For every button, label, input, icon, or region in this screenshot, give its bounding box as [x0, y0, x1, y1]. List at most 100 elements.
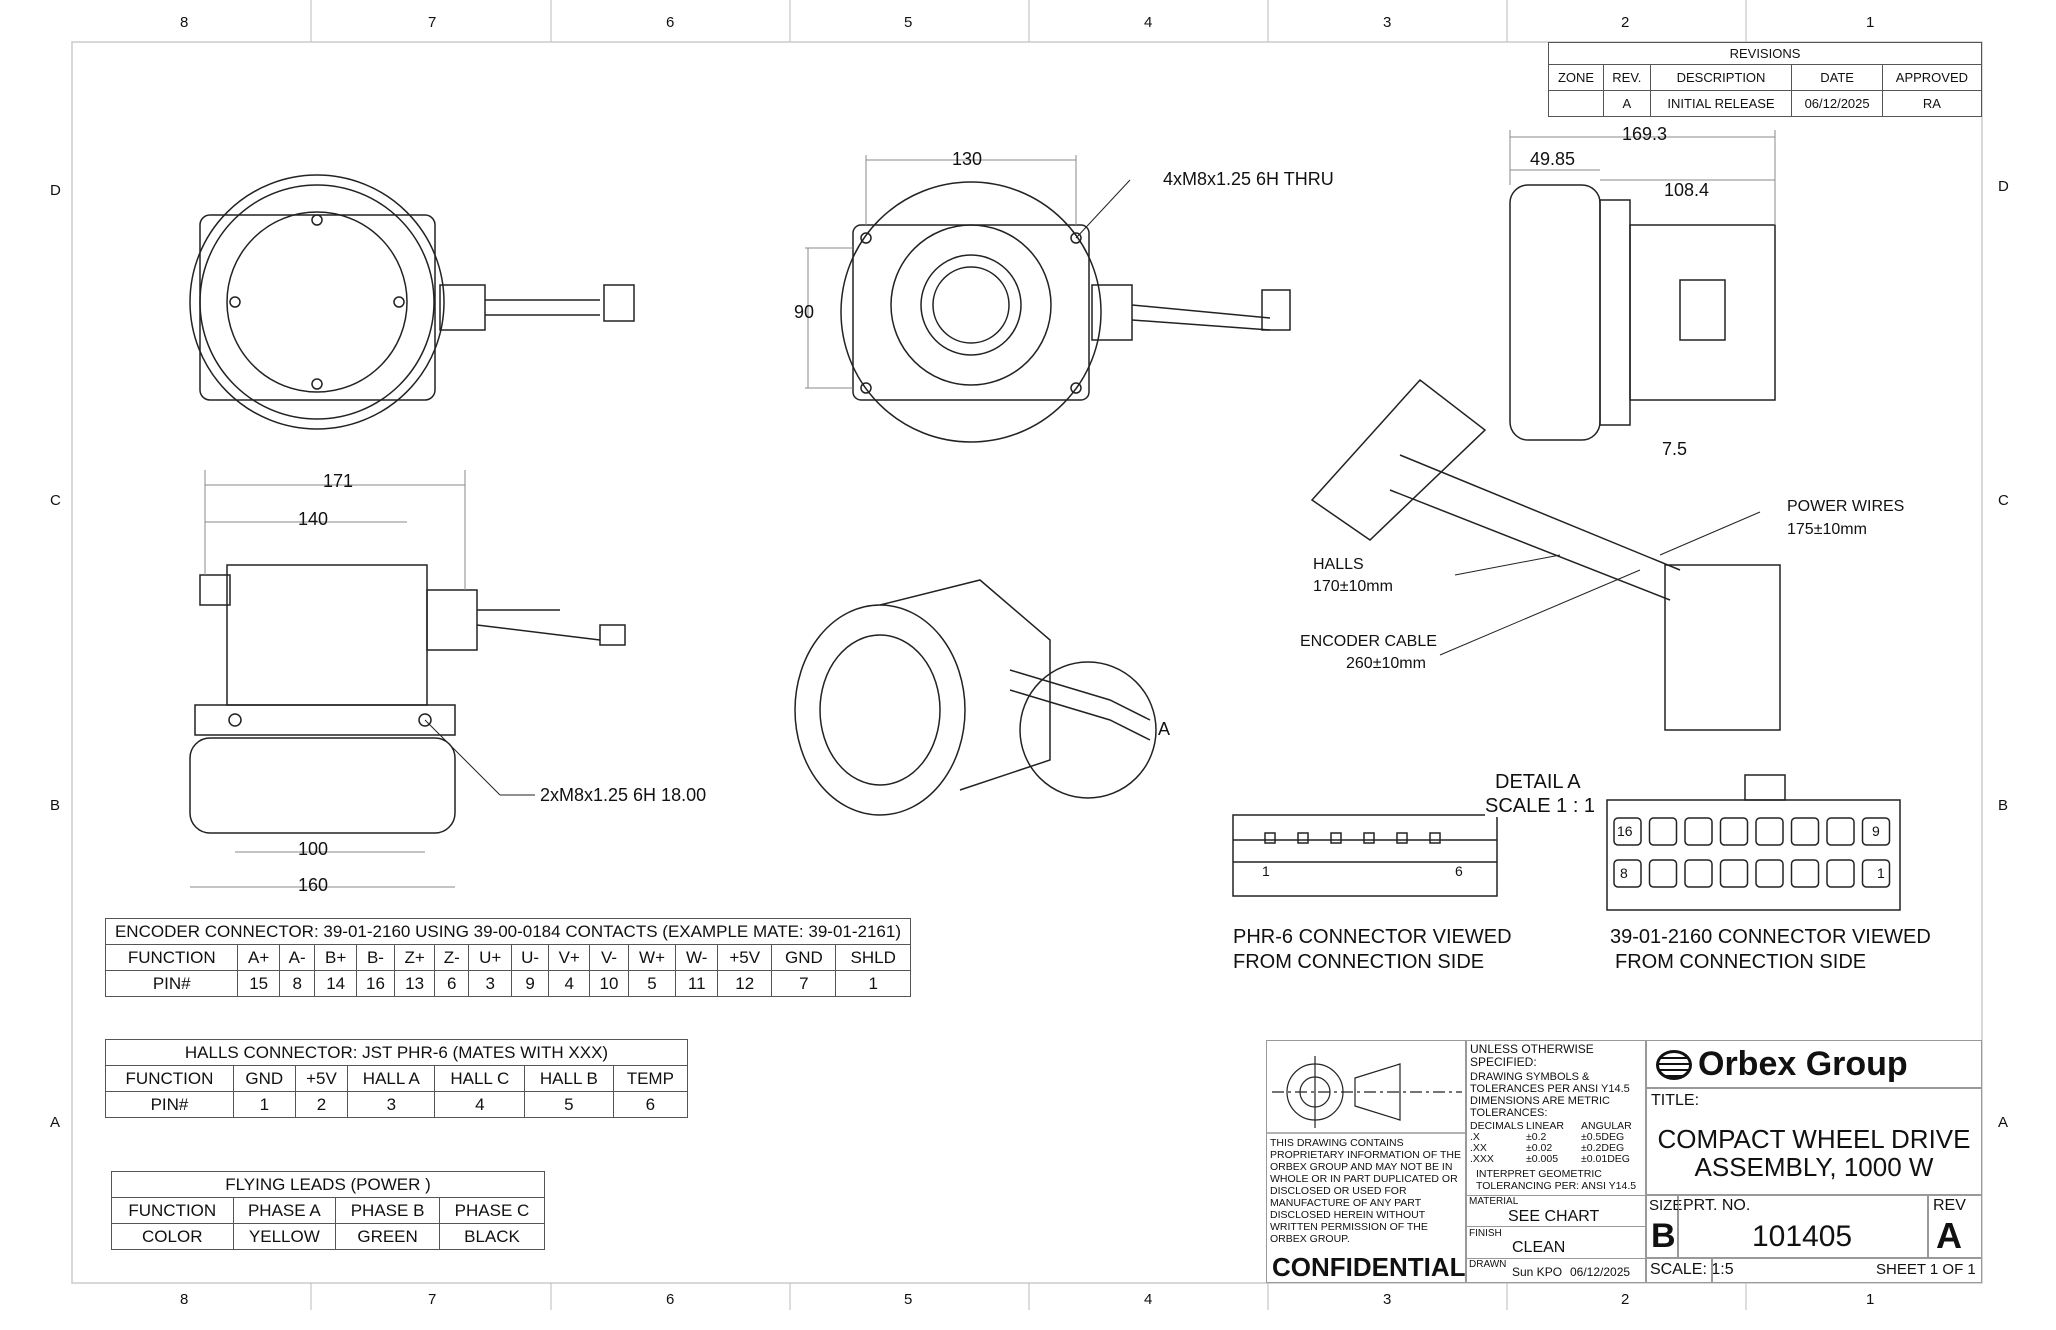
molex-pin-8: 8 — [1620, 865, 1628, 881]
tol-cell: .XX — [1470, 1142, 1487, 1154]
halls-connector-table: HALLS CONNECTOR: JST PHR-6 (MATES WITH X… — [105, 1039, 689, 1118]
table-title: FLYING LEADS (POWER ) — [111, 1171, 545, 1198]
pin-cavity — [1719, 859, 1749, 888]
pin-cavity — [1861, 859, 1891, 888]
rev-header: APPROVED — [1881, 64, 1983, 91]
zone-col: 7 — [428, 14, 437, 31]
power-wires-length: 175±10mm — [1787, 521, 1867, 538]
row-label: FUNCTION — [104, 944, 239, 971]
function-cell: SHLD — [835, 944, 911, 971]
pin-cell: 10 — [589, 970, 629, 997]
zone-col: 5 — [904, 14, 913, 31]
tol-cell: ±0.2 — [1526, 1131, 1547, 1143]
tol-cell: ±0.005 — [1526, 1153, 1559, 1165]
phr6-connector — [1232, 814, 1498, 897]
row-label: PIN# — [105, 1091, 234, 1118]
tol-cell: ±0.02 — [1526, 1142, 1553, 1154]
zone-row: C — [1998, 492, 2009, 509]
pin-cell: 6 — [434, 970, 470, 997]
phr-pin-6: 6 — [1455, 863, 1463, 879]
confidential-label: CONFIDENTIAL — [1272, 1252, 1466, 1282]
color-cell: YELLOW — [232, 1223, 337, 1250]
rev-header: DATE — [1791, 64, 1883, 91]
drawn-label: DRAWN — [1469, 1259, 1507, 1270]
row-label: PIN# — [104, 970, 239, 997]
tol-header: LINEAR — [1526, 1120, 1564, 1132]
zone-col: 4 — [1144, 1291, 1153, 1308]
rev-header: REV. — [1603, 64, 1651, 91]
molex-caption: 39-01-2160 CONNECTOR VIEWED — [1610, 926, 1931, 948]
zone-row: C — [50, 492, 61, 509]
part-number-label: PRT. NO. — [1683, 1197, 1751, 1214]
function-cell: HALL A — [347, 1065, 436, 1092]
zone-col: 6 — [666, 1291, 675, 1308]
zone-col: 7 — [428, 1291, 437, 1308]
pin-cell: 4 — [434, 1091, 526, 1118]
function-cell: B- — [355, 944, 396, 971]
pin-cell: 3 — [347, 1091, 436, 1118]
zone-row: A — [50, 1114, 61, 1131]
pin-cell: 13 — [394, 970, 436, 997]
pin-cell: 8 — [278, 970, 316, 997]
finish-label: FINISH — [1469, 1228, 1502, 1239]
dim-140: 140 — [298, 509, 329, 529]
phr-caption: PHR-6 CONNECTOR VIEWED — [1233, 926, 1512, 948]
pin-cavity — [1755, 859, 1784, 888]
front-view — [189, 174, 635, 430]
pin-cell: 12 — [717, 970, 773, 997]
encoder-connector-table: ENCODER CONNECTOR: 39-01-2160 USING 39-0… — [104, 918, 911, 997]
cable-view — [1310, 378, 1781, 731]
size-label: SIZE — [1649, 1197, 1683, 1214]
zone-col: 8 — [180, 14, 189, 31]
pin-cell: 11 — [675, 970, 719, 997]
pin-cavity — [1684, 817, 1713, 846]
detail-title: DETAIL A — [1495, 771, 1581, 793]
halls-length: 170±10mm — [1313, 578, 1393, 595]
drawn-date: 06/12/2025 — [1570, 1265, 1631, 1279]
pin-cell: 15 — [237, 970, 280, 997]
detail-scale: SCALE 1 : 1 — [1485, 795, 1596, 817]
zone-col: 4 — [1144, 14, 1153, 31]
pin-cell: 2 — [294, 1091, 349, 1118]
encoder-cable-length: 260±10mm — [1346, 655, 1426, 672]
pin-cavity — [1861, 817, 1891, 846]
zone-col: 8 — [180, 1291, 189, 1308]
row-label: COLOR — [111, 1223, 234, 1250]
color-cell: GREEN — [335, 1223, 440, 1250]
finish-value: CLEAN — [1512, 1239, 1566, 1256]
material-label: MATERIAL — [1469, 1196, 1519, 1207]
zone-col: 2 — [1621, 14, 1630, 31]
function-cell: TEMP — [612, 1065, 689, 1092]
tol-header: ANGULAR — [1581, 1120, 1632, 1132]
company-logo: Orbex Group — [1656, 1045, 1908, 1083]
pin-cell: 4 — [547, 970, 591, 997]
rev-header: DESCRIPTION — [1649, 64, 1793, 91]
size-value: B — [1651, 1217, 1676, 1255]
drawing-title: COMPACT WHEEL DRIVE ASSEMBLY, 1000 W — [1646, 1125, 1982, 1181]
pin-cavity — [1648, 817, 1678, 846]
zone-col: 5 — [904, 1291, 913, 1308]
function-cell: PHASE A — [232, 1197, 337, 1224]
zone-row: D — [1998, 178, 2009, 195]
molex-caption: FROM CONNECTION SIDE — [1615, 951, 1867, 973]
rev-cell: 06/12/2025 — [1791, 90, 1883, 117]
function-cell: HALL C — [434, 1065, 526, 1092]
pin-cavity — [1826, 859, 1855, 888]
sheet-border — [71, 41, 1983, 1284]
rev-cell: RA — [1881, 90, 1983, 117]
material-value: SEE CHART — [1508, 1208, 1600, 1225]
function-cell: Z- — [434, 944, 470, 971]
dim-49-85: 49.85 — [1530, 149, 1576, 169]
dim-169-3: 169.3 — [1622, 124, 1668, 144]
tol-header: DECIMALS — [1470, 1120, 1524, 1132]
pin-cell: 9 — [511, 970, 549, 997]
zone-ticks — [310, 0, 1747, 1310]
function-cell: A+ — [237, 944, 280, 971]
encoder-cable-label: ENCODER CABLE — [1300, 633, 1437, 650]
zone-row: D — [50, 182, 61, 199]
tolerance-notes: DRAWING SYMBOLS & TOLERANCES PER ANSI Y1… — [1470, 1071, 1630, 1119]
isometric-view — [794, 579, 1157, 816]
